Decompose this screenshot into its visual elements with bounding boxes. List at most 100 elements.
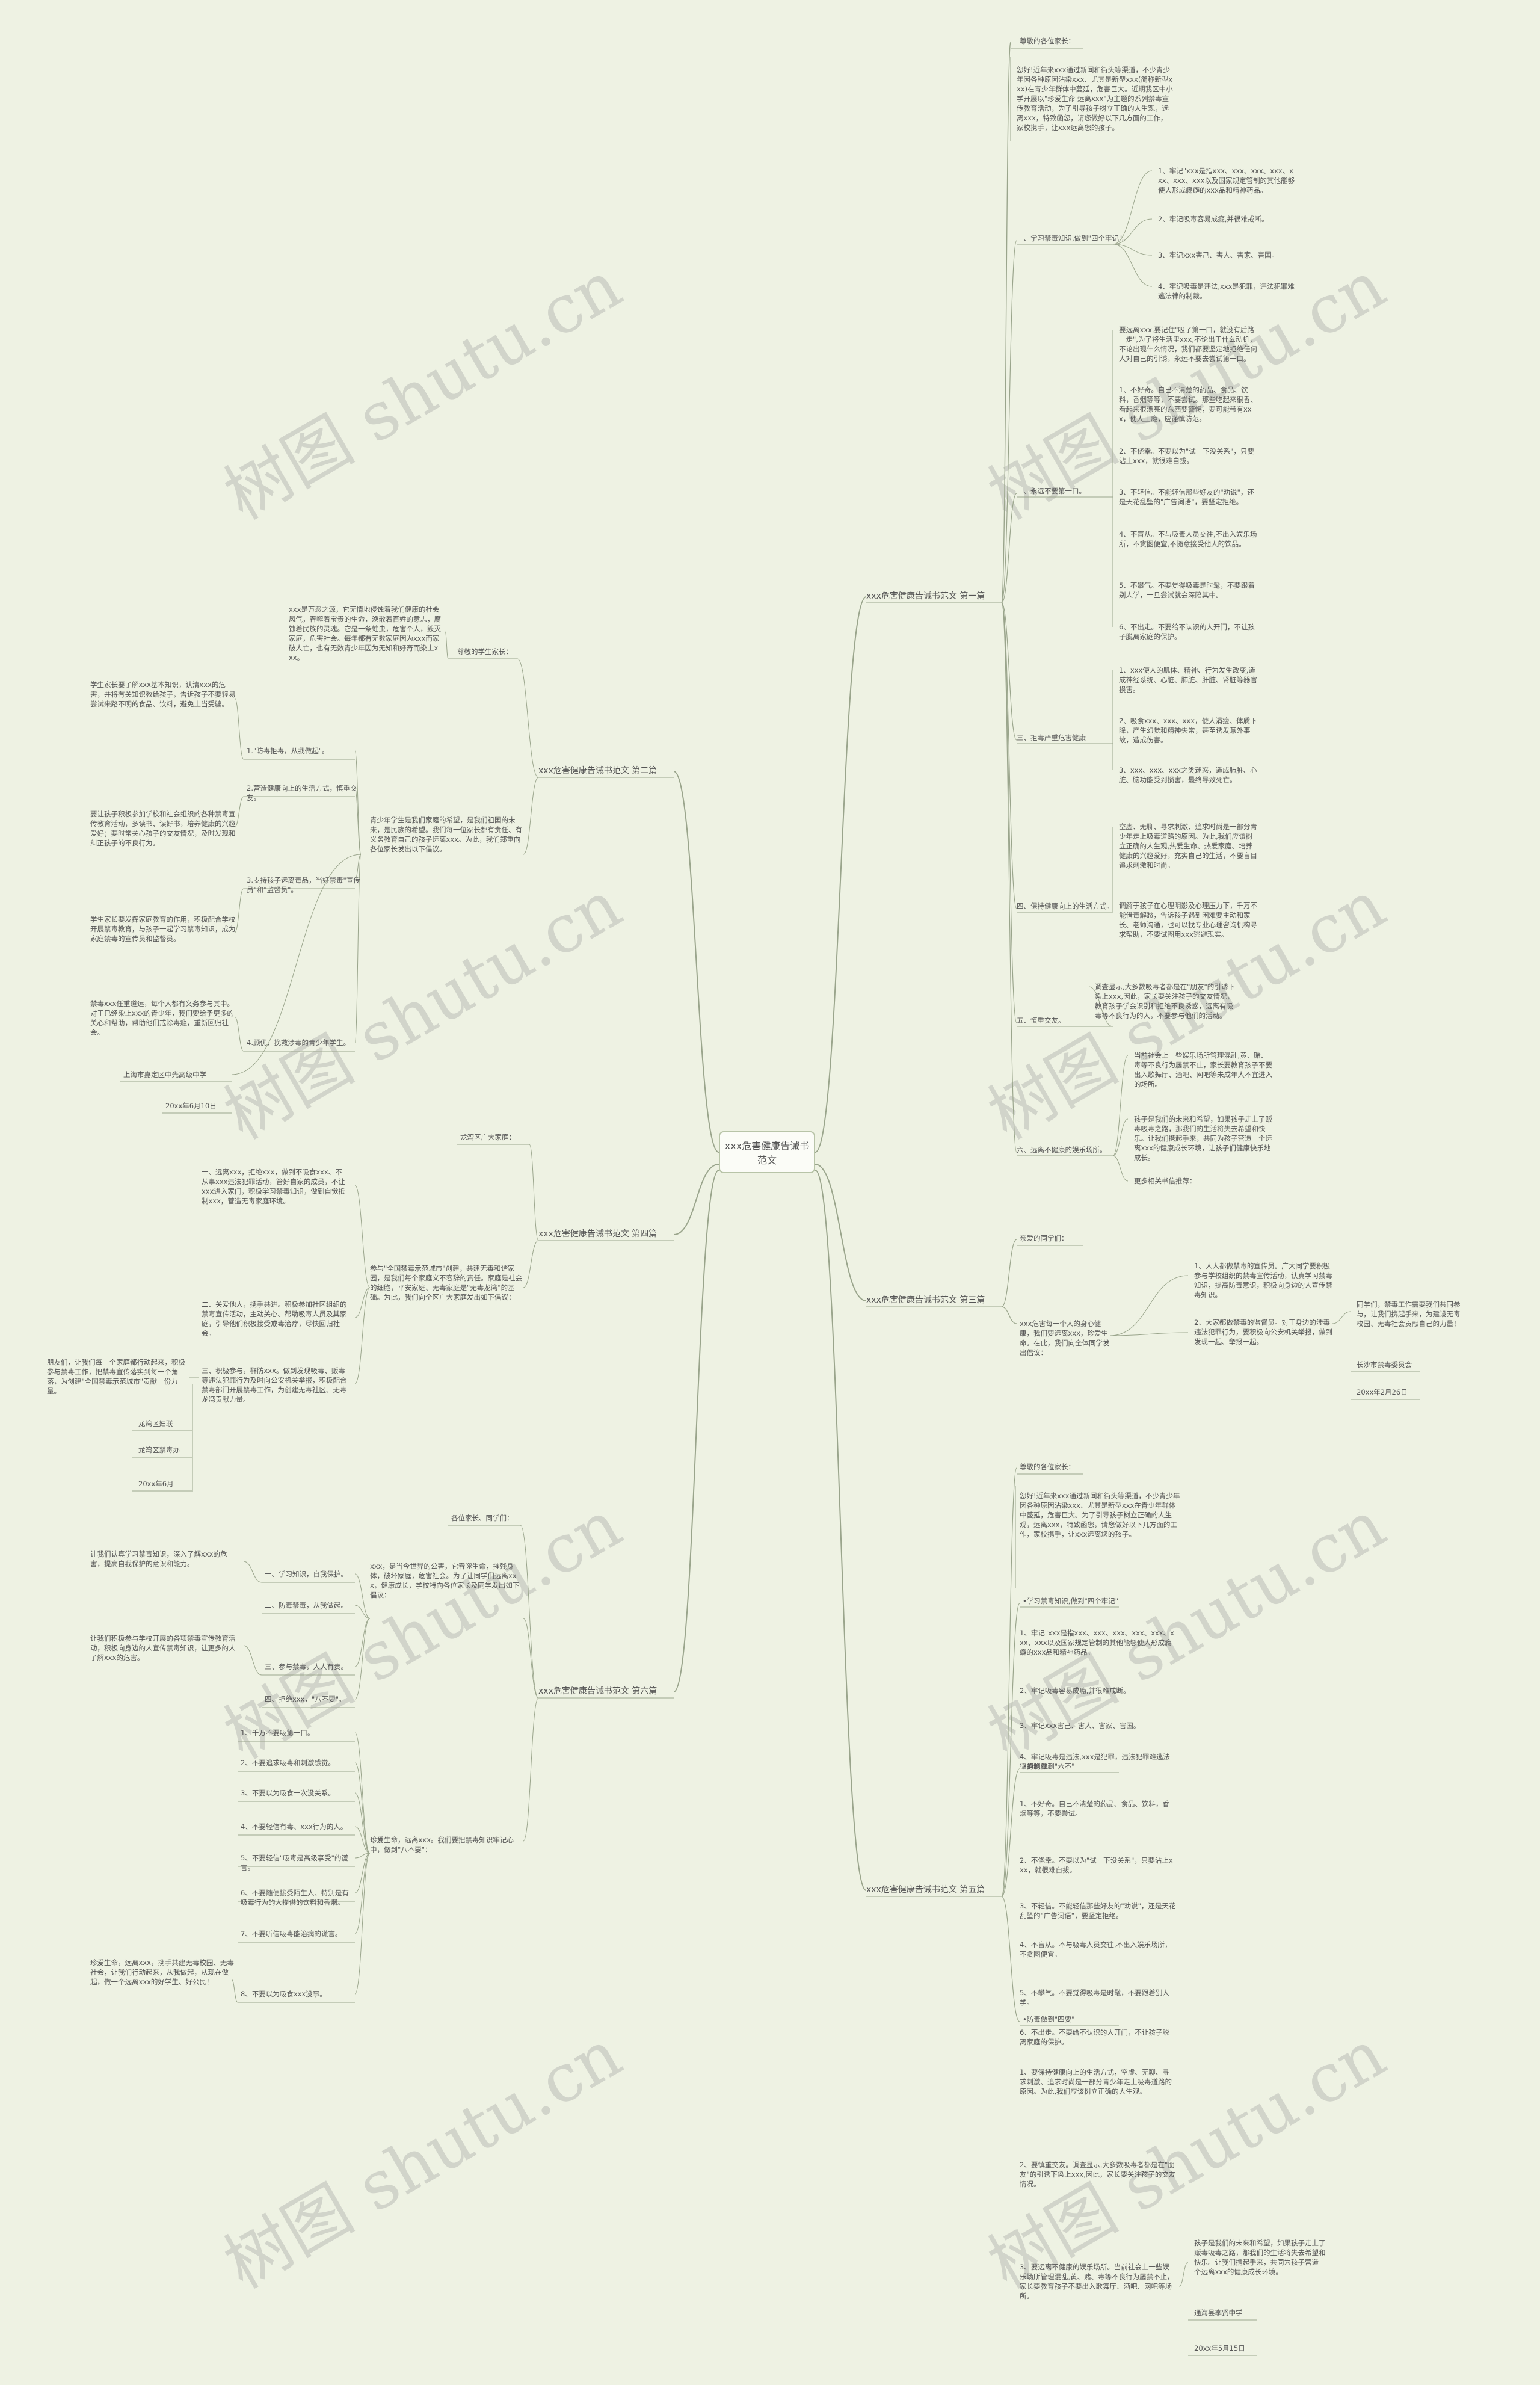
greeting-text[interactable]: 尊敬的各位家长： (1020, 1463, 1075, 1471)
section-item[interactable]: 当前社会上一些娱乐场所管理混乱,黄、赌、毒等不良行为屡禁不止，家长要教育孩子不要… (1134, 1051, 1272, 1088)
list-item[interactable]: 四、拒绝xxx，"八不要"。 (265, 1695, 346, 1703)
section-item[interactable]: 调解于孩子在心理阴影及心理压力下，千万不能借毒解愁，告诉孩子遇到困难要主动和家长… (1119, 901, 1257, 939)
section-item[interactable]: 1、牢记"xxx是指xxx、xxx、xxx、xxx、xxx、xxx、xxx以及国… (1158, 167, 1295, 194)
section-label[interactable]: 六、远离不健康的娱乐场所。 (1017, 1146, 1107, 1154)
rule-item[interactable]: 4、不要轻信有毒、xxx行为的人。 (241, 1822, 348, 1831)
list-item[interactable]: 三、积极参与，群防xxx。做到发现吸毒、贩毒等违法犯罪行为及时向公安机关举报，积… (202, 1366, 347, 1404)
branch-title[interactable]: xxx危害健康告诫书范文 第六篇 (538, 1686, 658, 1696)
section-item[interactable]: 2、牢记吸毒容易成瘾,并很难戒断。 (1020, 1686, 1130, 1695)
list-text[interactable]: 要让孩子积极参加学校和社会组织的各种禁毒宣传教育活动，多读书、读好书，培养健康的… (90, 810, 236, 847)
section-item[interactable]: 孩子是我们的未来和希望，如果孩子走上了贩毒吸毒之路，那我们的生活将失去希望和快乐… (1134, 1115, 1272, 1162)
section-item[interactable]: 2、要慎重交友。调查显示,大多数吸毒者都是在"朋友"的引诱下染上xxx,因此，家… (1020, 2161, 1176, 2188)
section-item[interactable]: 空虚、无聊、寻求刺激、追求时尚是一部分青少年走上吸毒道路的原因。为此,我们应该树… (1119, 822, 1257, 869)
list-label[interactable]: 2.营造健康向上的生活方式，慎重交友。 (247, 784, 357, 802)
sign-text[interactable]: 通海县李贤中学 (1194, 2309, 1243, 2317)
list-text[interactable]: 禁毒xxx任重道远，每个人都有义务参与其中。对于已经染上xxx的青少年，我们要给… (90, 999, 234, 1037)
branch-title[interactable]: xxx危害健康告诫书范文 第四篇 (538, 1229, 658, 1239)
greeting-text[interactable]: 亲爱的同学们： (1020, 1234, 1068, 1242)
section-item[interactable]: 更多相关书信推荐： (1134, 1177, 1197, 1185)
section-item[interactable]: 2、吸食xxx、xxx、xxx，使人消瘦、体质下降，产生幻觉和精神失常，甚至诱发… (1119, 717, 1257, 744)
section-item[interactable]: 调查显示,大多数吸毒者都是在"朋友"的引诱下染上xxx,因此，家长要关注孩子的交… (1095, 983, 1235, 1020)
greeting-text[interactable]: 龙湾区广大家庭： (460, 1133, 516, 1141)
section-label[interactable]: 五、慎重交友。 (1017, 1016, 1065, 1025)
list-item[interactable]: 三、参与禁毒，人人有责。 (265, 1662, 348, 1671)
section-item[interactable]: 要远离xxx,要记住"吸了第一口，就没有后路一走",为了将生活里xxx,不论出于… (1119, 326, 1257, 363)
section-item[interactable]: 3、xxx、xxx、xxx之类迷惑，造成肺脏、心脏、脑功能受到损害，最终导致死亡… (1119, 766, 1257, 784)
rule-item[interactable]: 7、不要听信吸毒能治病的谎言。 (241, 1930, 342, 1938)
section-label[interactable]: •拒绝做到"六不" (1023, 1762, 1075, 1771)
section-item[interactable]: 4、不盲从。不与吸毒人员交往,不出入娱乐场所，不贪图便宜。 (1020, 1940, 1172, 1958)
branch-title[interactable]: xxx危害健康告诫书范文 第五篇 (866, 1885, 985, 1895)
list-item[interactable]: 一、远离xxx，拒绝xxx，做到不吸食xxx、不从事xxx违法犯罪活动，管好自家… (202, 1168, 345, 1205)
closing-text[interactable]: 珍爱生命，远离xxx，携手共建无毒校园、无毒社会，让我们行动起来，从我做起，从现… (90, 1958, 234, 1986)
list-item[interactable]: 二、防毒禁毒，从我做起。 (265, 1601, 348, 1609)
rule-item[interactable]: 5、不要轻信"吸毒是高级享受"的谎言。 (241, 1854, 348, 1872)
section-item[interactable]: 4、牢记吸毒是违法,xxx是犯罪，违法犯罪难逃法律的制裁。 (1020, 1753, 1170, 1771)
section-item[interactable]: 3、牢记xxx害己、害人、害家、害国。 (1020, 1721, 1141, 1730)
sign-text[interactable]: 龙湾区禁毒办 (138, 1446, 180, 1454)
section-item[interactable]: 1、xxx使人的肌体、精神、行为发生改变,造成神经系统、心脏、肺脏、肝脏、肾脏等… (1119, 666, 1257, 694)
section-item[interactable]: 2、不侥幸。不要以为"试一下没关系"，只要沾上xxx，就很难自拔。 (1020, 1856, 1173, 1874)
section-item[interactable]: 2、牢记吸毒容易成瘾,并很难戒断。 (1158, 215, 1269, 223)
section-item[interactable]: 1、不好奇。自己不清楚的药品、食品、饮料，香烟等等，不要尝试。 (1020, 1800, 1169, 1818)
section-item[interactable]: 5、不攀气。不要觉得吸毒是时髦，不要跟着别人学，一旦尝试就会深陷其中。 (1119, 581, 1255, 599)
list-text[interactable]: 学生家长要发挥家庭教育的作用，积极配合学校开展禁毒教育，与孩子一起学习禁毒知识，… (90, 915, 236, 943)
sign-text[interactable]: 20xx年6月 (138, 1479, 174, 1488)
intro-text[interactable]: xxx是万恶之源，它无情地侵蚀着我们健康的社会风气，吞噬着宝贵的生命，涣散着百姓… (289, 605, 441, 662)
list-item[interactable]: 1、人人都做禁毒的宣传员。广大同学要积极参与学校组织的禁毒宣传活动，认真学习禁毒… (1194, 1262, 1332, 1299)
sign-text[interactable]: 上海市嘉定区中光高级中学 (123, 1070, 206, 1079)
section-label[interactable]: •学习禁毒知识,做到"四个牢记" (1023, 1597, 1119, 1605)
date-text[interactable]: 20xx年6月10日 (165, 1102, 217, 1110)
rule-item[interactable]: 6、不要随便接受陌生人、特别是有吸毒行为的人提供的饮料和香烟。 (241, 1889, 349, 1907)
section-item[interactable]: 2、不侥幸。不要以为"试一下没关系"，只要沾上xxx，就很难自拔。 (1119, 447, 1254, 465)
intro-text[interactable]: xxx危害每一个人的身心健康，我们要远离xxx，珍爱生命。在此，我们向全体同学发… (1020, 1319, 1110, 1357)
section-label[interactable]: 二、永远不要第一口。 (1017, 487, 1086, 495)
list-text[interactable]: 学生家长要了解xxx基本知识，认清xxx的危害，并将有关知识教给孩子，告诉孩子不… (90, 680, 236, 708)
closing-text[interactable]: 孩子是我们的未来和希望，如果孩子走上了贩毒吸毒之路，那我们的生活将失去希望和快乐… (1194, 2239, 1326, 2276)
list-label[interactable]: 3.支持孩子远离毒品，当好禁毒"宣传员"和"监督员"。 (247, 876, 360, 894)
list-text[interactable]: 让我们积极参与学校开展的各项禁毒宣传教育活动，积极向身边的人宣传禁毒知识，让更多… (90, 1634, 236, 1662)
rule-item[interactable]: 1、千万不要吸第一口。 (241, 1729, 315, 1737)
section-item[interactable]: 1、牢记"xxx是指xxx、xxx、xxx、xxx、xxx、xxx、xxx以及国… (1020, 1629, 1174, 1656)
list-text[interactable]: 让我们认真学习禁毒知识，深入了解xxx的危害，提高自我保护的意识和能力。 (90, 1550, 227, 1568)
rule-item[interactable]: 8、不要以为吸食xxx没事。 (241, 1990, 327, 1998)
closing-text[interactable]: 朋友们，让我们每一个家庭都行动起来，积极参与禁毒工作，把禁毒宣传落实到每一个角落… (47, 1358, 185, 1395)
list-label[interactable]: 1."防毒拒毒，从我做起"。 (247, 747, 329, 755)
list-label[interactable]: 4.顾优、挽救涉毒的青少年学生。 (247, 1038, 350, 1047)
greeting-text[interactable]: 尊敬的各位家长： (1020, 37, 1075, 45)
intro-text[interactable]: 珍爱生命，远离xxx。我们要把禁毒知识牢记心中，做到"八不要"： (370, 1836, 514, 1854)
greeting-text[interactable]: 各位家长、同学们： (451, 1514, 514, 1522)
section-item[interactable]: 6、不出走。不要给不认识的人开门，不让孩子脱离家庭的保护。 (1020, 2028, 1169, 2046)
section-label[interactable]: 一、学习禁毒知识,做到"四个牢记"。 (1017, 234, 1129, 242)
section-item[interactable]: 3、不轻信。不能轻信那些好友的"劝说"，还是天花乱坠的"广告词语"，要坚定拒绝。 (1020, 1902, 1176, 1920)
date-text[interactable]: 20xx年2月26日 (1357, 1388, 1408, 1396)
section-item[interactable]: 3、不轻信。不能轻信那些好友的"劝说"，还是天花乱坠的"广告词语"，要坚定拒绝。 (1119, 488, 1254, 506)
section-item[interactable]: 3、牢记xxx害己、害人、害家、害国。 (1158, 251, 1279, 259)
sign-text[interactable]: 龙湾区妇联 (138, 1419, 173, 1428)
rule-item[interactable]: 2、不要追求吸毒和刺激感觉。 (241, 1759, 335, 1767)
intro-text[interactable]: 您好!近年来xxx通过新闻和街头等渠道，不少青少年因各种原因沾染xxx、尤其是新… (1020, 1492, 1180, 1538)
greeting-text[interactable]: 尊敬的学生家长： (457, 647, 513, 656)
section-label[interactable]: 四、保持健康向上的生活方式。 (1017, 902, 1113, 910)
sign-text[interactable]: 长沙市禁毒委员会 (1357, 1360, 1412, 1369)
intro-text[interactable]: 参与"全国禁毒示范城市"创建，共建无毒和谐家园，是我们每个家庭义不容辞的责任。家… (370, 1264, 522, 1301)
branch-title[interactable]: xxx危害健康告诫书范文 第三篇 (866, 1295, 985, 1305)
list-item[interactable]: 二、关爱他人，携手共进。积极参加社区组织的禁毒宣传活动，主动关心、帮助吸毒人员及… (202, 1300, 347, 1338)
rule-item[interactable]: 3、不要以为吸食一次没关系。 (241, 1789, 335, 1797)
section-item[interactable]: 6、不出走。不要给不认识的人开门，不让孩子脱离家庭的保护。 (1119, 623, 1255, 641)
list-item[interactable]: 2、大家都做禁毒的监督员。对于身边的涉毒违法犯罪行为，要积极向公安机关举报，做到… (1194, 1318, 1332, 1346)
center-topic[interactable]: xxx危害健康告诫书范文 (719, 1131, 815, 1173)
list-item[interactable]: 一、学习知识，自我保护。 (265, 1570, 348, 1578)
branch-title[interactable]: xxx危害健康告诫书范文 第一篇 (866, 591, 985, 601)
section-item[interactable]: 3、要远离不健康的娱乐场所。当前社会上一些娱乐场所管理混乱,黄、赌、毒等不良行为… (1020, 2263, 1174, 2300)
date-text[interactable]: 20xx年5月15日 (1194, 2344, 1245, 2353)
section-item[interactable]: 4、牢记吸毒是违法,xxx是犯罪，违法犯罪难逃法律的制裁。 (1158, 282, 1295, 300)
intro-text[interactable]: 青少年学生是我们家庭的希望，是我们祖国的未来，是民族的希望。我们每一位家长都有责… (370, 816, 522, 853)
section-item[interactable]: 4、不盲从。不与吸毒人员交往,不出入娱乐场所，不贪图便宜,不随意接受他人的饮品。 (1119, 530, 1257, 548)
branch-title[interactable]: xxx危害健康告诫书范文 第二篇 (538, 766, 658, 776)
section-item[interactable]: 1、不好奇。自己不清楚的药品、食品、饮料，香烟等等，不要尝试。那些吃起来很香、看… (1119, 386, 1257, 423)
section-label[interactable]: 三、拒毒严重危害健康 (1017, 733, 1086, 742)
intro-text[interactable]: xxx，是当今世界的公害，它吞噬生命，摧残身体，破坏家庭，危害社会。为了让同学们… (370, 1562, 520, 1599)
intro-text[interactable]: 您好!近年来xxx通过新闻和街头等渠道，不少青少年因各种原因沾染xxx、尤其是新… (1017, 66, 1173, 132)
section-label[interactable]: •防毒做到"四要" (1023, 2015, 1075, 2023)
